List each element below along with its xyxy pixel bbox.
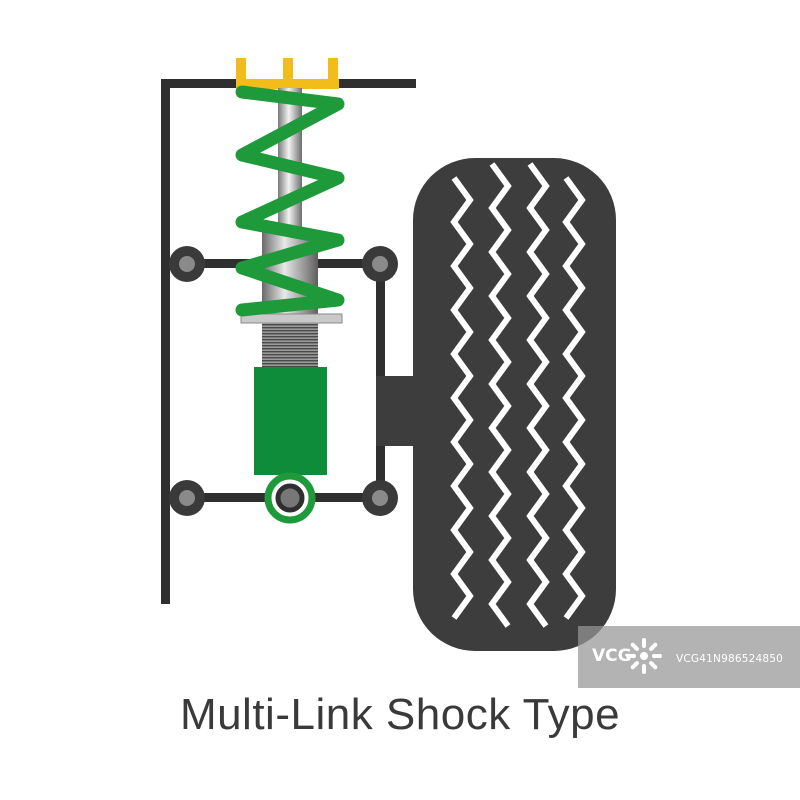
joint-upper-inner xyxy=(169,246,205,282)
damper-body xyxy=(254,367,327,475)
tread-groove xyxy=(526,162,550,628)
watermark: VCG VCG41N986524850 xyxy=(578,626,800,688)
tread-groove xyxy=(450,176,474,620)
coil-spring xyxy=(235,85,345,317)
threaded-sleeve xyxy=(262,323,318,367)
vcg-watermark-icon xyxy=(626,638,662,674)
watermark-logo: VCG xyxy=(592,646,632,666)
top-mount xyxy=(236,58,339,89)
spring-seat xyxy=(240,313,343,324)
pivot-joints xyxy=(169,246,398,516)
tread-groove xyxy=(562,176,586,620)
tire-tread xyxy=(450,162,586,628)
diagram-title: Multi-Link Shock Type xyxy=(179,690,621,739)
lower-eye-bushing xyxy=(275,483,305,513)
tread-groove xyxy=(488,162,512,628)
tire xyxy=(413,158,616,651)
joint-lower-inner xyxy=(169,480,205,516)
joint-upper-outer xyxy=(362,246,398,282)
joint-lower-outer xyxy=(362,480,398,516)
watermark-id: VCG41N986524850 xyxy=(676,653,783,665)
